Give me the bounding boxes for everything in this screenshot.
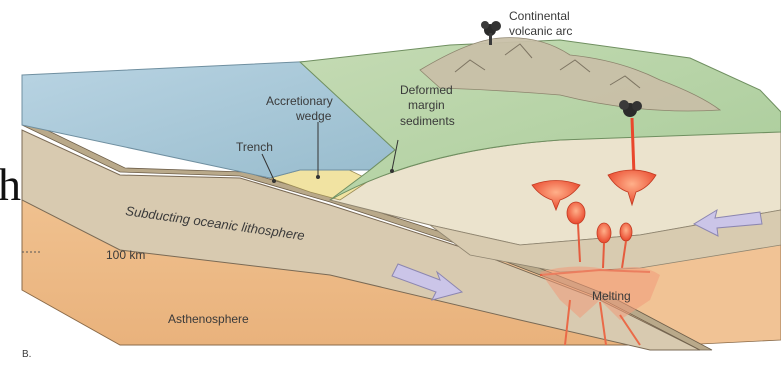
label-deformed-2: margin: [408, 98, 445, 112]
magma-conduit: [632, 118, 634, 175]
label-deformed-1: Deformed: [400, 83, 453, 97]
wedge-leader-dot: [316, 175, 320, 179]
label-accretionary-wedge-1: Accretionary: [266, 94, 333, 108]
label-accretionary-wedge-2: wedge: [295, 109, 332, 123]
trench-leader-dot: [272, 179, 276, 183]
label-asthenosphere: Asthenosphere: [168, 312, 249, 326]
label-trench: Trench: [236, 140, 273, 154]
sediments-leader-dot: [390, 169, 394, 173]
label-100km: 100 km: [106, 248, 145, 262]
panel-letter: B.: [22, 349, 31, 360]
label-melting: Melting: [592, 289, 631, 303]
label-volcanic-arc-1: Continental: [509, 9, 570, 23]
magma-blob-1: [567, 202, 585, 224]
label-deformed-3: sediments: [400, 114, 455, 128]
cropped-letter: h: [0, 159, 21, 210]
magma-blob-3: [620, 223, 632, 241]
label-volcanic-arc-2: volcanic arc: [509, 24, 572, 38]
magma-blob-2: [597, 223, 611, 243]
